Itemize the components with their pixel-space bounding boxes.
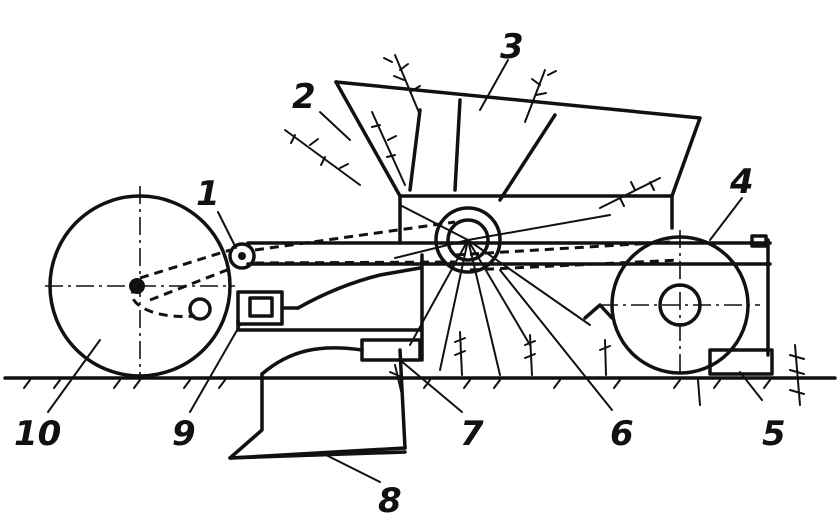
callout-9: 9 bbox=[172, 414, 196, 454]
frame bbox=[246, 234, 772, 362]
plough-share bbox=[228, 372, 407, 460]
drive-sprocket bbox=[139, 220, 681, 302]
callout-10: 10 bbox=[14, 414, 61, 454]
callout-2: 2 bbox=[292, 77, 316, 117]
front-wheel bbox=[45, 186, 235, 378]
leader-lines bbox=[47, 59, 763, 483]
callout-4: 4 bbox=[729, 162, 754, 202]
callout-5: 5 bbox=[762, 414, 786, 454]
callout-1: 1 bbox=[196, 174, 220, 214]
ground-line bbox=[3, 376, 837, 389]
callout-6: 6 bbox=[610, 414, 634, 454]
press-roller bbox=[583, 230, 760, 378]
callout-8: 8 bbox=[378, 481, 402, 521]
planting-disc bbox=[394, 204, 611, 376]
gearbox bbox=[236, 266, 422, 332]
seedling-hopper bbox=[334, 80, 702, 245]
seedling-marks bbox=[284, 54, 805, 406]
callout-7: 7 bbox=[460, 414, 484, 454]
furrow-opener bbox=[260, 338, 422, 450]
callout-3: 3 bbox=[500, 27, 524, 67]
